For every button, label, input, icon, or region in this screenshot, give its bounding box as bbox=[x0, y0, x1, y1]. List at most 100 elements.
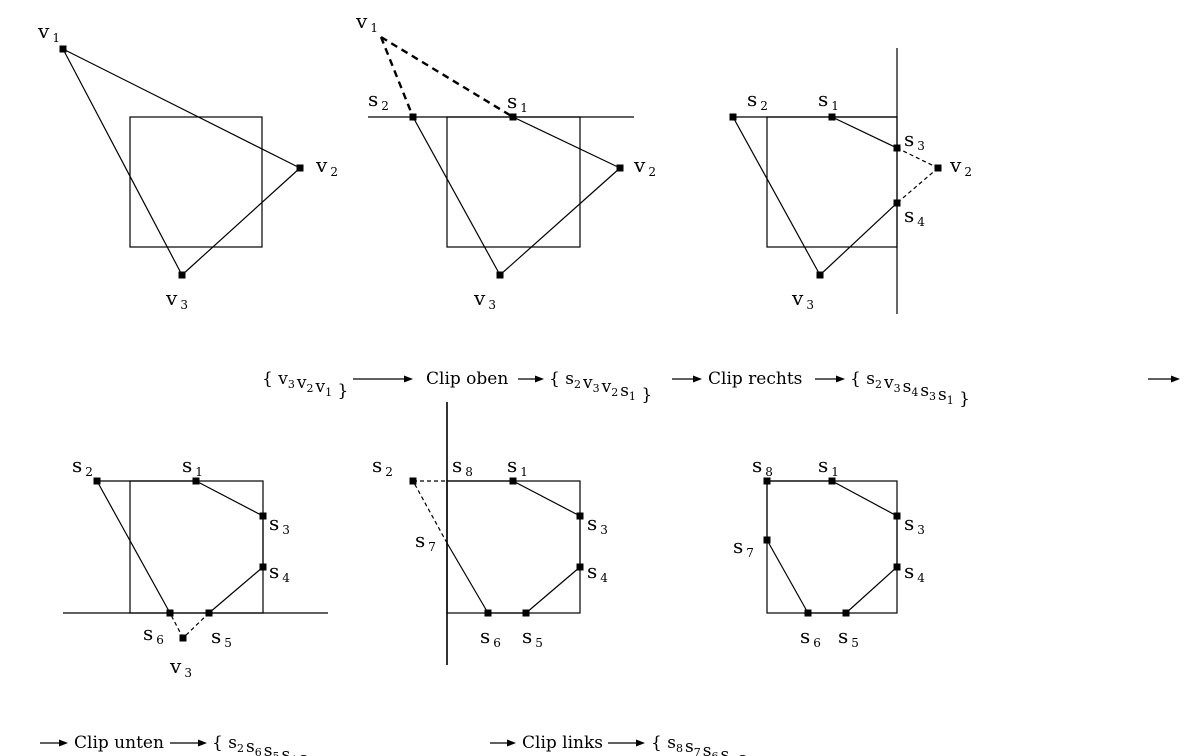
edge-s6-s7 bbox=[446, 542, 489, 614]
vertex-s2 bbox=[409, 113, 417, 121]
edge-s6-s7 bbox=[766, 539, 809, 614]
vertex-s5 bbox=[842, 609, 850, 617]
vertex-s4 bbox=[259, 563, 267, 571]
clip-window bbox=[129, 480, 264, 614]
edge-s3-v2-clipped bbox=[896, 147, 939, 169]
edge-v3-v1 bbox=[62, 48, 183, 276]
vertex-s2 bbox=[409, 477, 417, 485]
vertex-s6 bbox=[804, 609, 812, 617]
vertex-v2 bbox=[296, 164, 304, 172]
clip-window bbox=[446, 480, 581, 614]
edge-s1-s3 bbox=[195, 480, 264, 517]
vertex-s4 bbox=[893, 199, 901, 207]
edge-v3-s6-clipped bbox=[169, 612, 184, 639]
vertex-s4 bbox=[576, 563, 584, 571]
edge-s7-s2-clipped bbox=[412, 480, 448, 544]
vertex-s3 bbox=[893, 144, 901, 152]
arrow-8 bbox=[490, 739, 516, 747]
edge-v3-s2 bbox=[732, 116, 821, 276]
vertex-s7 bbox=[763, 536, 771, 544]
list-after-links: { s8s7s6s5s4s3s1 } bbox=[651, 733, 806, 756]
clip-window bbox=[766, 116, 898, 248]
arrow-2 bbox=[518, 375, 544, 383]
edge-s1-s3 bbox=[831, 480, 898, 517]
vertex-s1 bbox=[828, 477, 836, 485]
edge-v1-v2 bbox=[62, 48, 301, 169]
vertex-s3 bbox=[893, 512, 901, 520]
step-clip-oben: Clip oben bbox=[426, 369, 508, 389]
vertex-v2 bbox=[616, 164, 624, 172]
vertex-v3 bbox=[496, 271, 504, 279]
edge-s1-s3 bbox=[831, 116, 898, 149]
edge-v2-v3 bbox=[499, 167, 621, 276]
vertex-v3 bbox=[816, 271, 824, 279]
flow-lines bbox=[40, 375, 1180, 747]
arrow-5 bbox=[1148, 375, 1180, 383]
edge-v1-s2-clipped bbox=[379, 36, 415, 118]
clip-window bbox=[446, 116, 581, 248]
arrow-6 bbox=[40, 739, 68, 747]
arrow-7 bbox=[170, 739, 207, 747]
list-after-unten: { s2s6s5s4s3s1 } bbox=[212, 733, 349, 756]
arrow-1 bbox=[353, 375, 413, 383]
vertex-s1 bbox=[192, 477, 200, 485]
edge-v1-s1-clipped bbox=[380, 35, 514, 119]
edge-s4-s5 bbox=[525, 566, 581, 614]
vertex-s5 bbox=[205, 609, 213, 617]
step-clip-unten: Clip unten bbox=[74, 733, 164, 753]
edge-s1-v2 bbox=[512, 116, 621, 169]
step-clip-links: Clip links bbox=[522, 733, 603, 753]
vertex-s1 bbox=[509, 113, 517, 121]
arrow-3 bbox=[672, 375, 702, 383]
vertex-s4 bbox=[893, 563, 901, 571]
edge-s4-v3 bbox=[819, 202, 898, 276]
vertex-v3 bbox=[179, 634, 187, 642]
clip-window bbox=[129, 116, 263, 248]
vertex-s2 bbox=[729, 113, 737, 121]
vertex-v2 bbox=[934, 164, 942, 172]
edge-s4-s5 bbox=[208, 566, 264, 614]
vertex-s1 bbox=[509, 477, 517, 485]
vertex-s3 bbox=[259, 512, 267, 520]
vertex-s1 bbox=[828, 113, 836, 121]
vertex-s8 bbox=[763, 477, 771, 485]
